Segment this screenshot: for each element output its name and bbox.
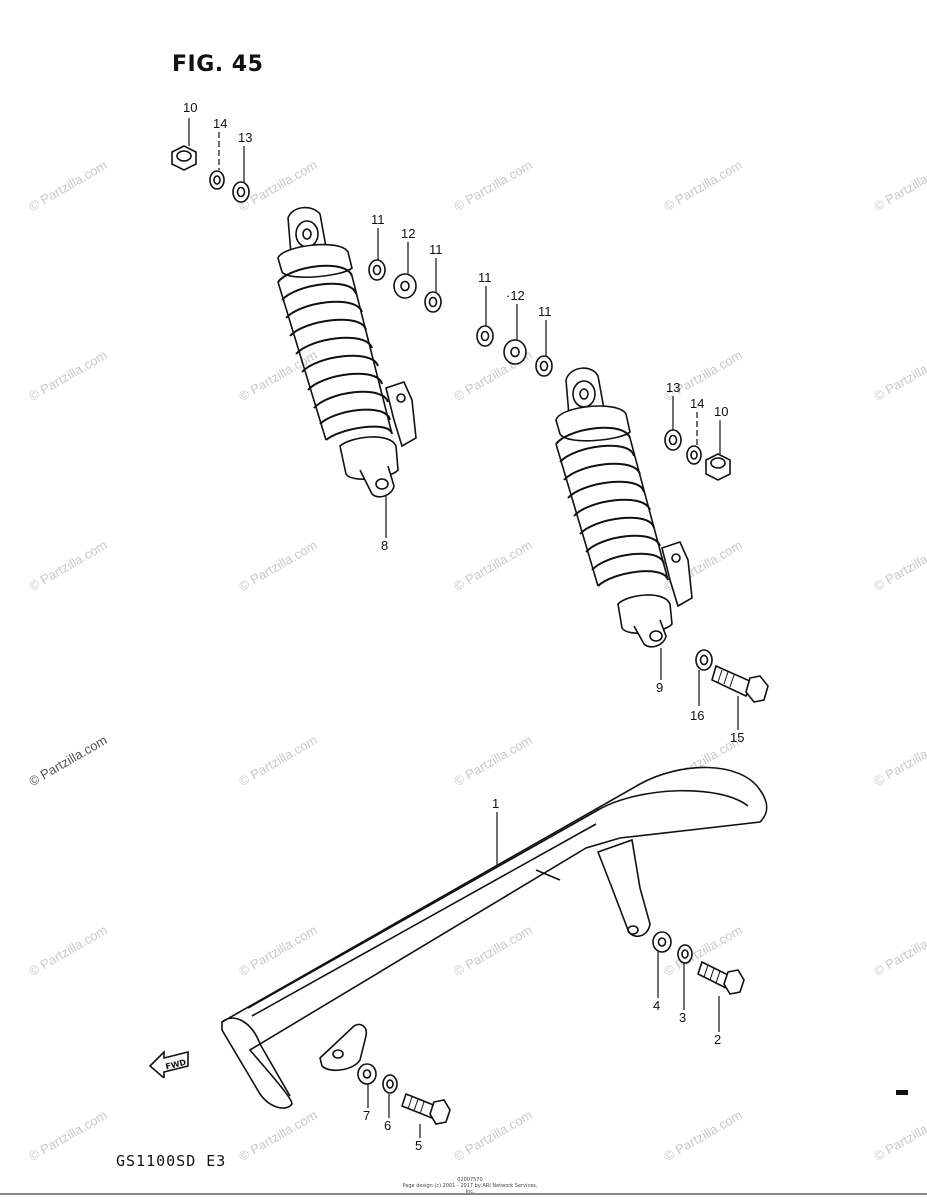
callout-14: 14 [690,396,704,411]
callout-9: 9 [656,680,663,695]
washer-13-left[interactable] [232,181,250,203]
footer-copyright: Page design (c) 2001 - 2017 by ARI Netwo… [402,1183,538,1195]
lock-washer-14-right[interactable] [686,445,702,465]
washer-11-d[interactable] [535,355,553,377]
lock-washer-3[interactable] [677,944,693,964]
callout-1: 1 [492,796,499,811]
callout-8: 8 [381,538,388,553]
callout-6: 6 [384,1118,391,1133]
callout-11: 11 [478,270,492,285]
callout-11: 11 [429,242,443,257]
callout-12: 12 [401,226,415,241]
callout-11: 11 [371,212,385,227]
washer-11-c[interactable] [476,325,494,347]
callout-3: 3 [679,1010,686,1025]
fwd-arrow-icon: FWD [148,1050,189,1078]
footer-credit: 02007570 Page design (c) 2001 - 2017 by … [400,1177,540,1195]
callout-5: 5 [415,1138,422,1153]
model-code: GS1100SD E3 [116,1152,227,1170]
shock-absorber-8[interactable] [277,206,417,498]
callout-11: 11 [538,304,552,319]
footer-code: 02007570 [457,1177,483,1183]
chain-case-1[interactable] [221,766,768,1109]
washer-7[interactable] [357,1063,377,1085]
washer-11-a[interactable] [368,259,386,281]
cap-nut-10-left[interactable] [171,145,197,171]
leader-lines [188,118,739,1138]
callout-13: 13 [666,380,680,395]
lock-washer-14-left[interactable] [209,170,225,190]
lock-washer-6[interactable] [382,1074,398,1094]
callout-12: ·12 [506,288,525,303]
bolt-15[interactable] [711,664,769,703]
washer-4[interactable] [652,931,672,953]
callout-4: 4 [653,998,660,1013]
callout-15: 15 [730,730,744,745]
shock-absorber-9[interactable] [555,367,693,648]
figure-title: FIG. 45 [172,52,264,77]
callout-14: 14 [213,116,227,131]
callout-10: 10 [714,404,728,419]
margin-mark [896,1090,908,1095]
bolt-2[interactable] [697,960,745,995]
bolt-5[interactable] [401,1092,451,1125]
callout-7: 7 [363,1108,370,1123]
washer-13-right[interactable] [664,429,682,451]
washer-12-a[interactable] [393,273,417,299]
washer-12-b[interactable] [503,339,527,365]
callout-10: 10 [183,100,197,115]
cap-nut-10-right[interactable] [705,453,731,481]
callout-16: 16 [690,708,704,723]
washer-11-b[interactable] [424,291,442,313]
callout-13: 13 [238,130,252,145]
callout-2: 2 [714,1032,721,1047]
washer-16[interactable] [695,649,713,671]
